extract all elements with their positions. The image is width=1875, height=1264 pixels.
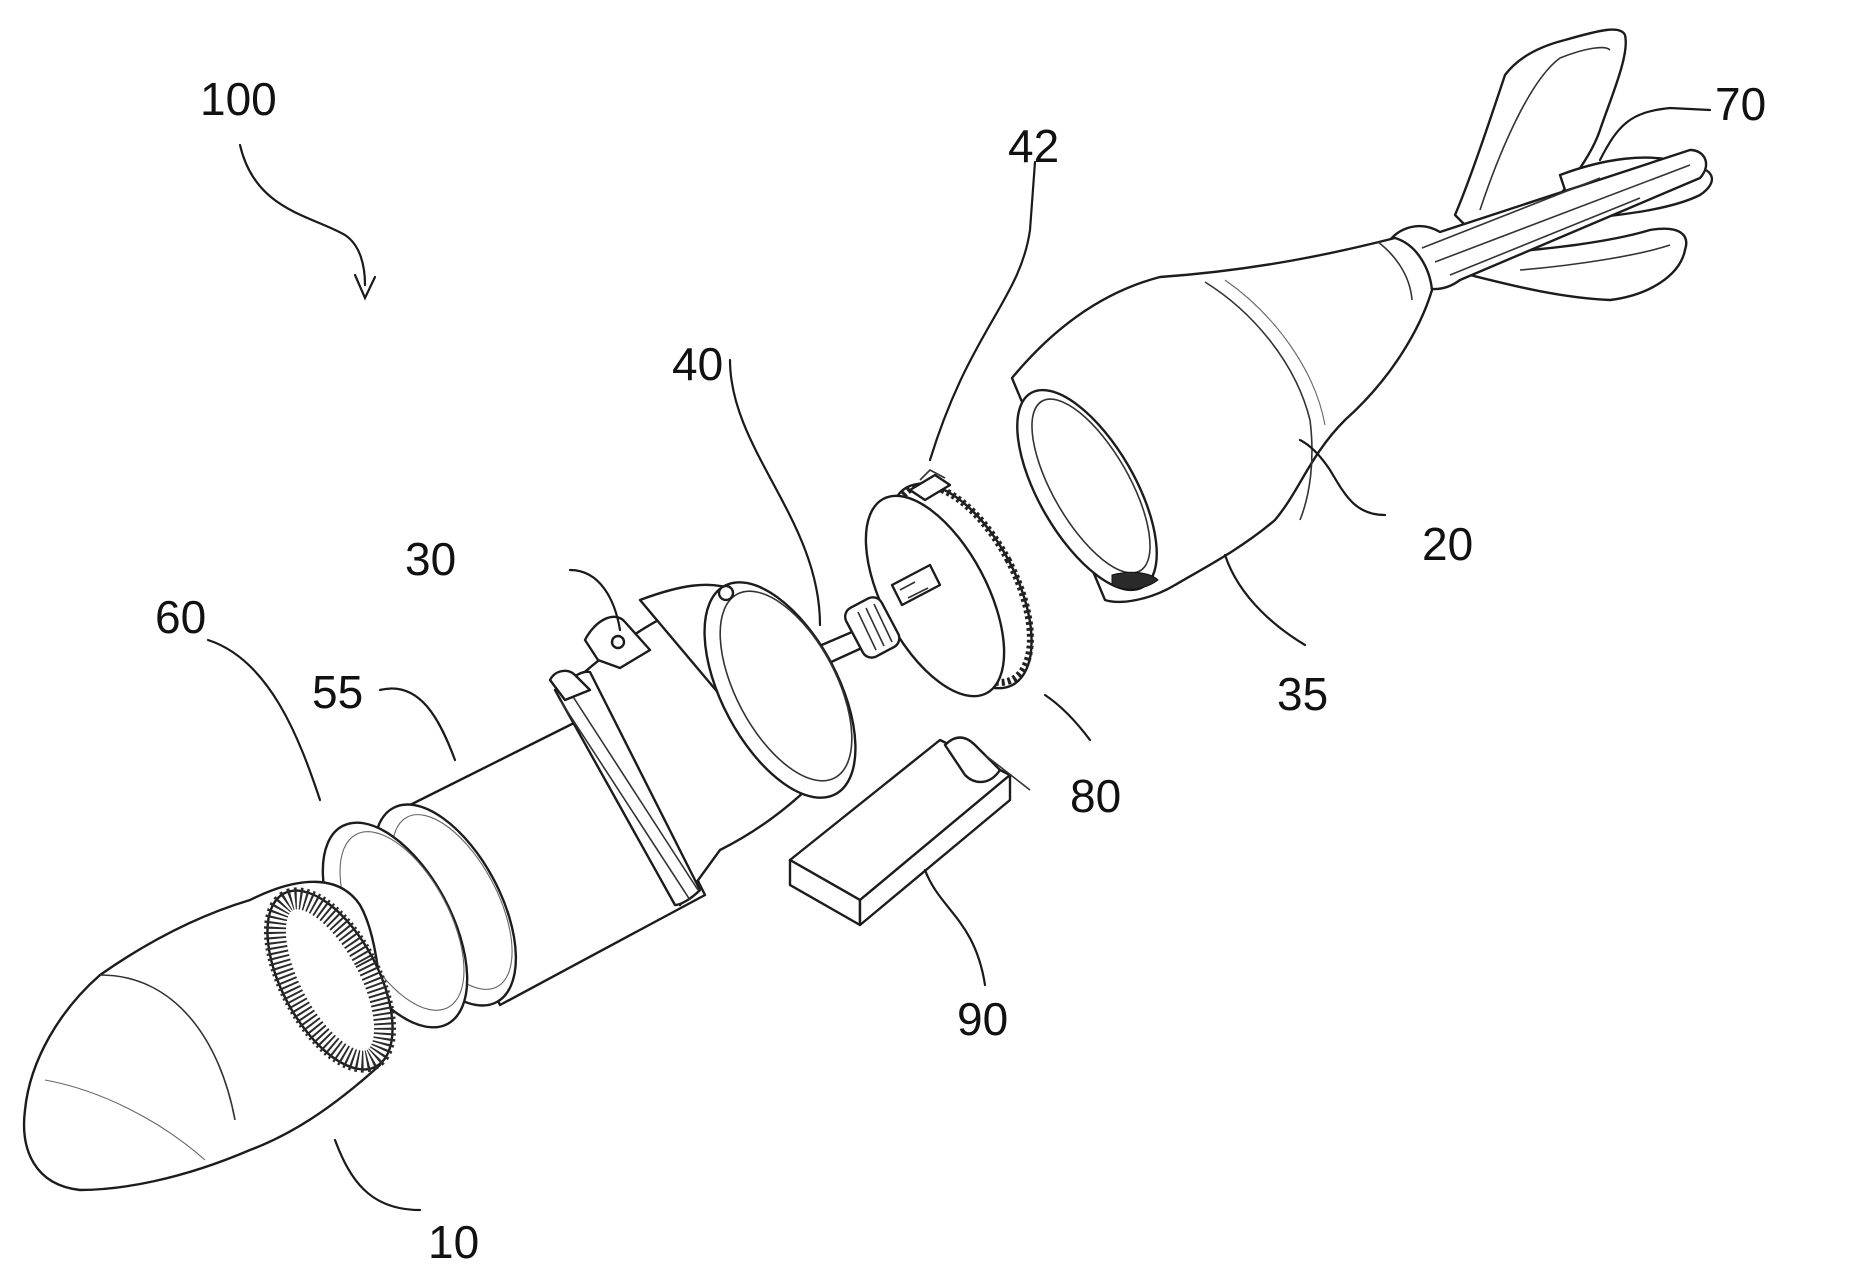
label-70: 70 — [1715, 78, 1766, 130]
label-10: 10 — [428, 1216, 479, 1264]
label-90: 90 — [957, 993, 1008, 1045]
assembly-arrow — [240, 145, 365, 285]
label-55: 55 — [312, 666, 363, 718]
label-35: 35 — [1277, 668, 1328, 720]
label-80: 80 — [1070, 770, 1121, 822]
label-20: 20 — [1422, 518, 1473, 570]
label-42: 42 — [1008, 120, 1059, 172]
label-100: 100 — [200, 73, 277, 125]
label-40: 40 — [672, 338, 723, 390]
tail-body — [989, 30, 1711, 611]
label-60: 60 — [155, 591, 206, 643]
label-30: 30 — [405, 533, 456, 585]
nose-cone — [24, 871, 418, 1190]
gear-plate-assembly — [837, 461, 1061, 717]
